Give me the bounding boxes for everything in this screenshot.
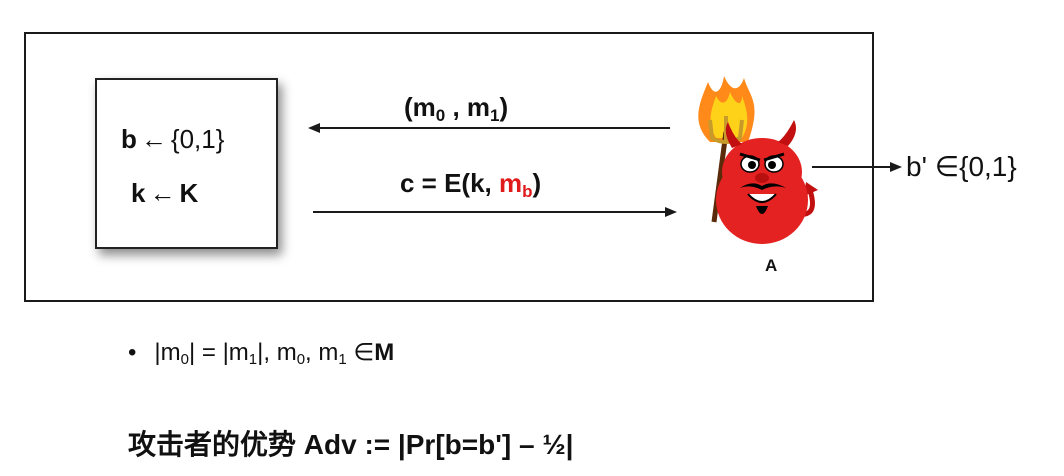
devil-icon [698,76,818,244]
response-arrow [313,207,677,217]
adversary-label: A [765,256,778,275]
adversary-output: b' ∈{0,1} [906,151,1017,182]
query-message: (m0 , m1) [404,92,509,125]
challenger-line-b: b←{0,1} [121,124,225,154]
output-arrow [812,162,902,172]
challenger-line-k: k←K [131,178,199,208]
message-length-condition: •|m0| = |m1|, m0, m1 ∈M [128,339,395,368]
response-message: c = E(k, mb) [400,168,542,201]
challenger-box: b←{0,1} k←K [95,78,278,249]
query-arrow [308,123,670,133]
advantage-definition: 攻击者的优势 Adv := |Pr[b=b'] – ½| [128,429,574,460]
